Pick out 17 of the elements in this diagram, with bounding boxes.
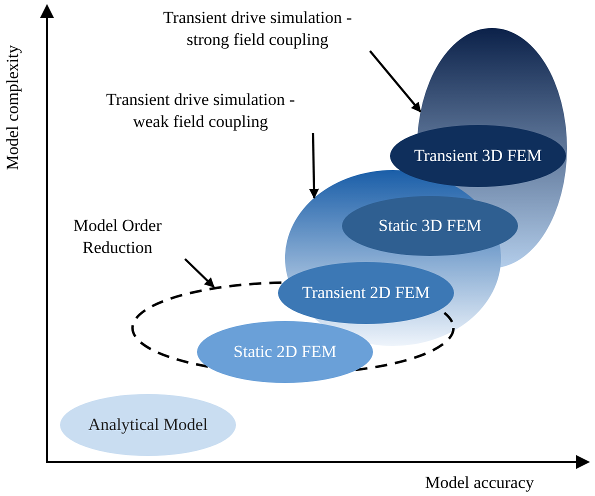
ellipse-node bbox=[197, 321, 373, 383]
annotation-text: Model Order Reduction bbox=[50, 215, 185, 259]
node-label: Transient 2D FEM bbox=[301, 282, 431, 304]
node-label: Analytical Model bbox=[87, 414, 209, 436]
axis-label: Model complexity bbox=[2, 45, 23, 170]
ellipse-node bbox=[390, 125, 566, 187]
node-label: Transient 3D FEM bbox=[413, 145, 543, 167]
ellipse-node bbox=[60, 394, 236, 456]
axis-label: Model accuracy bbox=[425, 472, 534, 494]
node-label: Static 3D FEM bbox=[378, 215, 482, 237]
arrow bbox=[309, 132, 320, 199]
annotation-text: Transient drive simulation - strong field coupling bbox=[145, 7, 370, 51]
arrow bbox=[184, 258, 215, 288]
annotation-text: Transient drive simulation - weak field coupling bbox=[88, 89, 313, 133]
arrow bbox=[369, 50, 422, 112]
node-label: Static 2D FEM bbox=[232, 341, 338, 363]
ellipse-node bbox=[342, 196, 518, 256]
